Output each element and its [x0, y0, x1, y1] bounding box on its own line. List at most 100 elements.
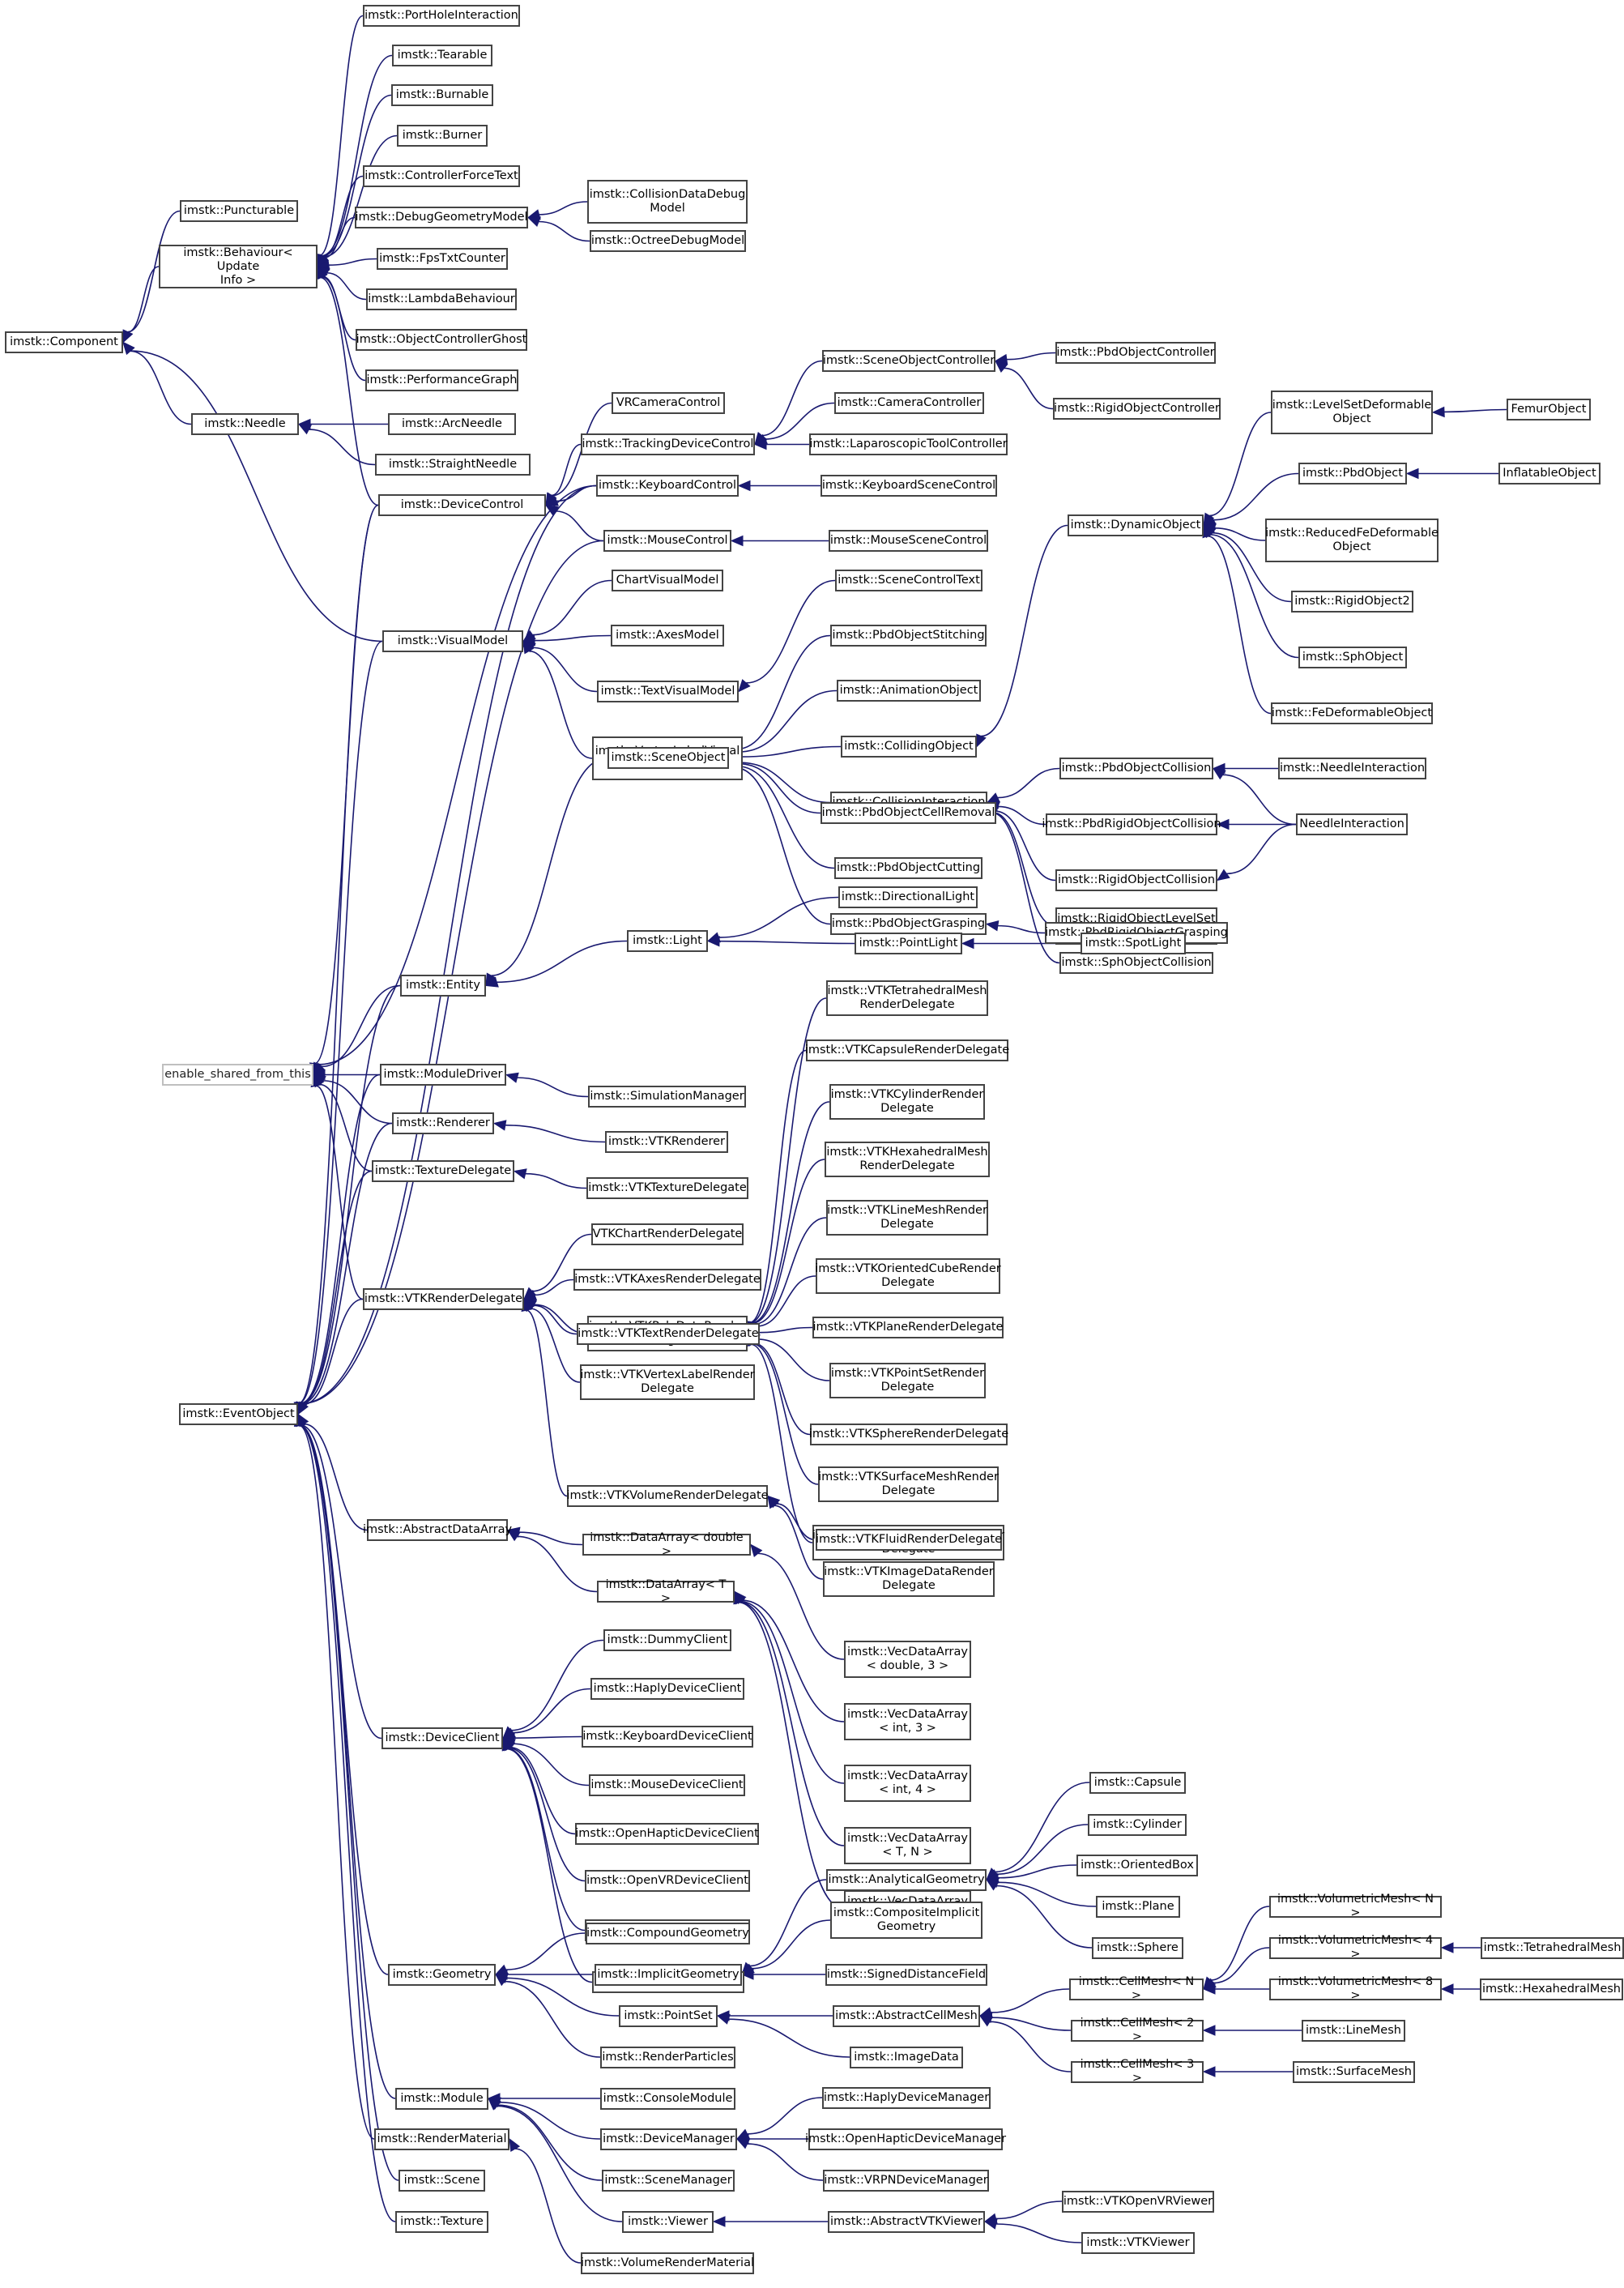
class-node-vtkhexahedral-mesh-render-delegate[interactable]: imstk::VTKHexahedralMesh RenderDelegate — [825, 1142, 990, 1177]
class-node-pbd-object-cutting[interactable]: imstk::PbdObjectCutting — [834, 857, 982, 879]
class-node-hexahedral-mesh[interactable]: imstk::HexahedralMesh — [1480, 1978, 1623, 2000]
class-node-module-driver[interactable]: imstk::ModuleDriver — [380, 1064, 506, 1086]
class-node-sphere[interactable]: imstk::Sphere — [1092, 1936, 1183, 1959]
class-node-vtksphere-render-delegate[interactable]: imstk::VTKSphereRenderDelegate — [809, 1424, 1008, 1445]
class-node-entity[interactable]: imstk::Entity — [400, 975, 486, 997]
class-node-console-module[interactable]: imstk::ConsoleModule — [600, 2087, 735, 2110]
class-node-imstk-needle-interaction[interactable]: imstk::NeedleInteraction — [1278, 758, 1426, 779]
class-node-reduced-fe-deformable-object[interactable]: imstk::ReducedFeDeformable Object — [1265, 519, 1439, 562]
class-node-vrpndevice-manager[interactable]: imstk::VRPNDeviceManager — [823, 2169, 989, 2192]
class-node-pbd-object-controller[interactable]: imstk::PbdObjectController — [1055, 342, 1216, 364]
class-node-mouse-scene-control[interactable]: imstk::MouseSceneControl — [829, 530, 988, 552]
class-node-colliding-object[interactable]: imstk::CollidingObject — [841, 736, 977, 758]
class-node-compound-geometry[interactable]: imstk::CompoundGeometry — [586, 1922, 750, 1944]
class-node-puncturable[interactable]: imstk::Puncturable — [180, 200, 298, 222]
class-node-volumetric-mesh-n[interactable]: imstk::VolumetricMesh< N > — [1269, 1893, 1442, 1919]
class-node-plane[interactable]: imstk::Plane — [1096, 1895, 1180, 1918]
class-node-vtkviewer[interactable]: imstk::VTKViewer — [1081, 2231, 1195, 2254]
class-node-render-particles[interactable]: imstk::RenderParticles — [600, 2046, 735, 2068]
class-node-animation-object[interactable]: imstk::AnimationObject — [837, 680, 981, 702]
class-node-image-data[interactable]: imstk::ImageData — [850, 2046, 963, 2068]
class-node-directional-light[interactable]: imstk::DirectionalLight — [838, 886, 978, 908]
class-node-volumetric-mesh8[interactable]: imstk::VolumetricMesh< 8 > — [1269, 1975, 1442, 2002]
class-node-straight-needle[interactable]: imstk::StraightNeedle — [375, 454, 531, 476]
class-node-pbd-object-cell-removal[interactable]: imstk::PbdObjectCellRemoval — [821, 802, 996, 824]
class-node-vtkoriented-cube-render-delegate[interactable]: imstk::VTKOrientedCubeRender Delegate — [815, 1258, 1001, 1294]
class-node-vtkpoint-set-render-delegate[interactable]: imstk::VTKPointSetRender Delegate — [829, 1363, 986, 1398]
class-node-dynamic-object[interactable]: imstk::DynamicObject — [1068, 514, 1204, 536]
class-node-line-mesh[interactable]: imstk::LineMesh — [1302, 2019, 1405, 2042]
class-node-texture-delegate[interactable]: imstk::TextureDelegate — [372, 1160, 514, 1182]
class-node-composite-implicit-geometry[interactable]: imstk::CompositeImplicit Geometry — [830, 1902, 982, 1939]
class-node-keyboard-device-client[interactable]: imstk::KeyboardDeviceClient — [582, 1726, 753, 1748]
class-node-scene-object[interactable]: imstk::SceneObject — [607, 747, 729, 769]
class-node-needle[interactable]: imstk::Needle — [191, 413, 299, 435]
class-node-vec-data-array-int4[interactable]: imstk::VecDataArray < int, 4 > — [844, 1765, 971, 1802]
class-node-cylinder[interactable]: imstk::Cylinder — [1088, 1813, 1187, 1836]
class-node-texture[interactable]: imstk::Texture — [395, 2210, 488, 2233]
class-node-vtktetrahedral-mesh-render-delegate[interactable]: imstk::VTKTetrahedralMesh RenderDelegate — [826, 980, 988, 1016]
class-node-cell-mesh3[interactable]: imstk::CellMesh< 3 > — [1071, 2058, 1204, 2085]
class-node-pbd-rigid-object-collision[interactable]: imstk::PbdRigidObjectCollision — [1042, 813, 1221, 835]
class-node-laparoscopic-tool-controller[interactable]: imstk::LaparoscopicToolController — [809, 433, 1008, 455]
class-node-mouse-control[interactable]: imstk::MouseControl — [603, 530, 731, 552]
class-node-spot-light[interactable]: imstk::SpotLight — [1081, 933, 1186, 954]
class-node-vtkvertex-label-render-delegate[interactable]: imstk::VTKVertexLabelRender Delegate — [580, 1364, 755, 1400]
class-node-tracking-device-control[interactable]: imstk::TrackingDeviceControl — [581, 433, 755, 455]
class-node-pbd-object[interactable]: imstk::PbdObject — [1298, 463, 1407, 484]
class-node-volume-render-material[interactable]: imstk::VolumeRenderMaterial — [581, 2252, 754, 2274]
class-node-level-set-deformable-object[interactable]: imstk::LevelSetDeformable Object — [1271, 391, 1433, 434]
class-node-simulation-manager[interactable]: imstk::SimulationManager — [588, 1086, 746, 1108]
class-node-data-array-double[interactable]: imstk::DataArray< double > — [582, 1531, 751, 1558]
class-node-oriented-box[interactable]: imstk::OrientedBox — [1076, 1854, 1198, 1876]
class-node-light[interactable]: imstk::Light — [627, 930, 708, 952]
class-node-vtkcapsule-render-delegate[interactable]: imstk::VTKCapsuleRenderDelegate — [805, 1039, 1009, 1061]
class-node-tearable[interactable]: imstk::Tearable — [392, 45, 492, 66]
class-node-controller-force-text[interactable]: imstk::ControllerForceText — [363, 165, 520, 187]
class-node-vtkvolume-render-delegate[interactable]: imstk::VTKVolumeRenderDelegate — [566, 1485, 769, 1507]
class-node-scene-object-controller[interactable]: imstk::SceneObjectController — [822, 350, 995, 372]
class-node-vtkrenderer[interactable]: imstk::VTKRenderer — [605, 1131, 728, 1153]
class-node-device-client[interactable]: imstk::DeviceClient — [381, 1727, 503, 1749]
class-node-implicit-geometry[interactable]: imstk::ImplicitGeometry — [595, 1963, 742, 1986]
class-node-camera-controller[interactable]: imstk::CameraController — [834, 392, 984, 414]
class-node-sph-object[interactable]: imstk::SphObject — [1298, 647, 1407, 668]
class-node-arc-needle[interactable]: imstk::ArcNeedle — [388, 413, 516, 435]
class-node-event-object[interactable]: imstk::EventObject — [179, 1403, 298, 1425]
class-node-needle-interaction[interactable]: NeedleInteraction — [1296, 813, 1408, 835]
class-node-burner[interactable]: imstk::Burner — [397, 125, 488, 147]
class-node-abstract-cell-mesh[interactable]: imstk::AbstractCellMesh — [833, 2004, 980, 2027]
class-node-performance-graph[interactable]: imstk::PerformanceGraph — [365, 369, 518, 391]
class-node-open-haptic-device-manager[interactable]: imstk::OpenHapticDeviceManager — [805, 2128, 1006, 2150]
class-node-scene-control-text[interactable]: imstk::SceneControlText — [835, 570, 982, 591]
class-node-vrcamera-control[interactable]: VRCameraControl — [612, 392, 725, 414]
class-node-object-controller-ghost[interactable]: imstk::ObjectControllerGhost — [356, 329, 527, 351]
class-node-module[interactable]: imstk::Module — [395, 2087, 488, 2110]
class-node-haply-device-manager[interactable]: imstk::HaplyDeviceManager — [822, 2086, 991, 2109]
class-node-abstract-vtkviewer[interactable]: imstk::AbstractVTKViewer — [828, 2210, 985, 2233]
class-node-octree-debug-model[interactable]: imstk::OctreeDebugModel — [590, 230, 746, 252]
class-node-vtkrender-delegate[interactable]: imstk::VTKRenderDelegate — [363, 1288, 524, 1310]
class-node-analytical-geometry[interactable]: imstk::AnalyticalGeometry — [826, 1868, 987, 1891]
class-node-vtkaxes-render-delegate[interactable]: imstk::VTKAxesRenderDelegate — [573, 1269, 761, 1291]
class-node-enable_shared_from_this[interactable]: enable_shared_from_this — [162, 1064, 313, 1086]
class-node-geometry[interactable]: imstk::Geometry — [388, 1963, 496, 1986]
class-node-device-manager[interactable]: imstk::DeviceManager — [600, 2128, 737, 2150]
class-node-collision-data-debug-model[interactable]: imstk::CollisionDataDebug Model — [587, 180, 748, 224]
class-node-vtkline-mesh-render-delegate[interactable]: imstk::VTKLineMeshRender Delegate — [826, 1200, 988, 1236]
class-node-point-light[interactable]: imstk::PointLight — [855, 933, 962, 954]
class-node-pbd-object-collision[interactable]: imstk::PbdObjectCollision — [1059, 758, 1213, 779]
class-node-haply-device-client[interactable]: imstk::HaplyDeviceClient — [590, 1678, 744, 1700]
class-node-lambda-behaviour[interactable]: imstk::LambdaBehaviour — [366, 288, 517, 310]
class-node-open-vrdevice-client[interactable]: imstk::OpenVRDeviceClient — [585, 1870, 750, 1892]
class-node-chart-visual-model[interactable]: ChartVisualModel — [612, 570, 723, 591]
class-node-vtkcylinder-render-delegate[interactable]: imstk::VTKCylinderRender Delegate — [829, 1084, 985, 1120]
class-node-cell-mesh-n[interactable]: imstk::CellMesh< N > — [1069, 1975, 1204, 2002]
class-node-vtktext-render-delegate[interactable]: imstk::VTKTextRenderDelegate — [577, 1323, 760, 1345]
class-node-vtkchart-render-delegate[interactable]: VTKChartRenderDelegate — [591, 1223, 744, 1245]
class-node-capsule[interactable]: imstk::Capsule — [1089, 1771, 1186, 1794]
class-node-rigid-object-controller[interactable]: imstk::RigidObjectController — [1053, 398, 1221, 420]
class-node-pbd-object-stitching[interactable]: imstk::PbdObjectStitching — [830, 625, 987, 647]
class-node-keyboard-scene-control[interactable]: imstk::KeyboardSceneControl — [821, 475, 997, 497]
class-node-signed-distance-field[interactable]: imstk::SignedDistanceField — [825, 1963, 987, 1986]
